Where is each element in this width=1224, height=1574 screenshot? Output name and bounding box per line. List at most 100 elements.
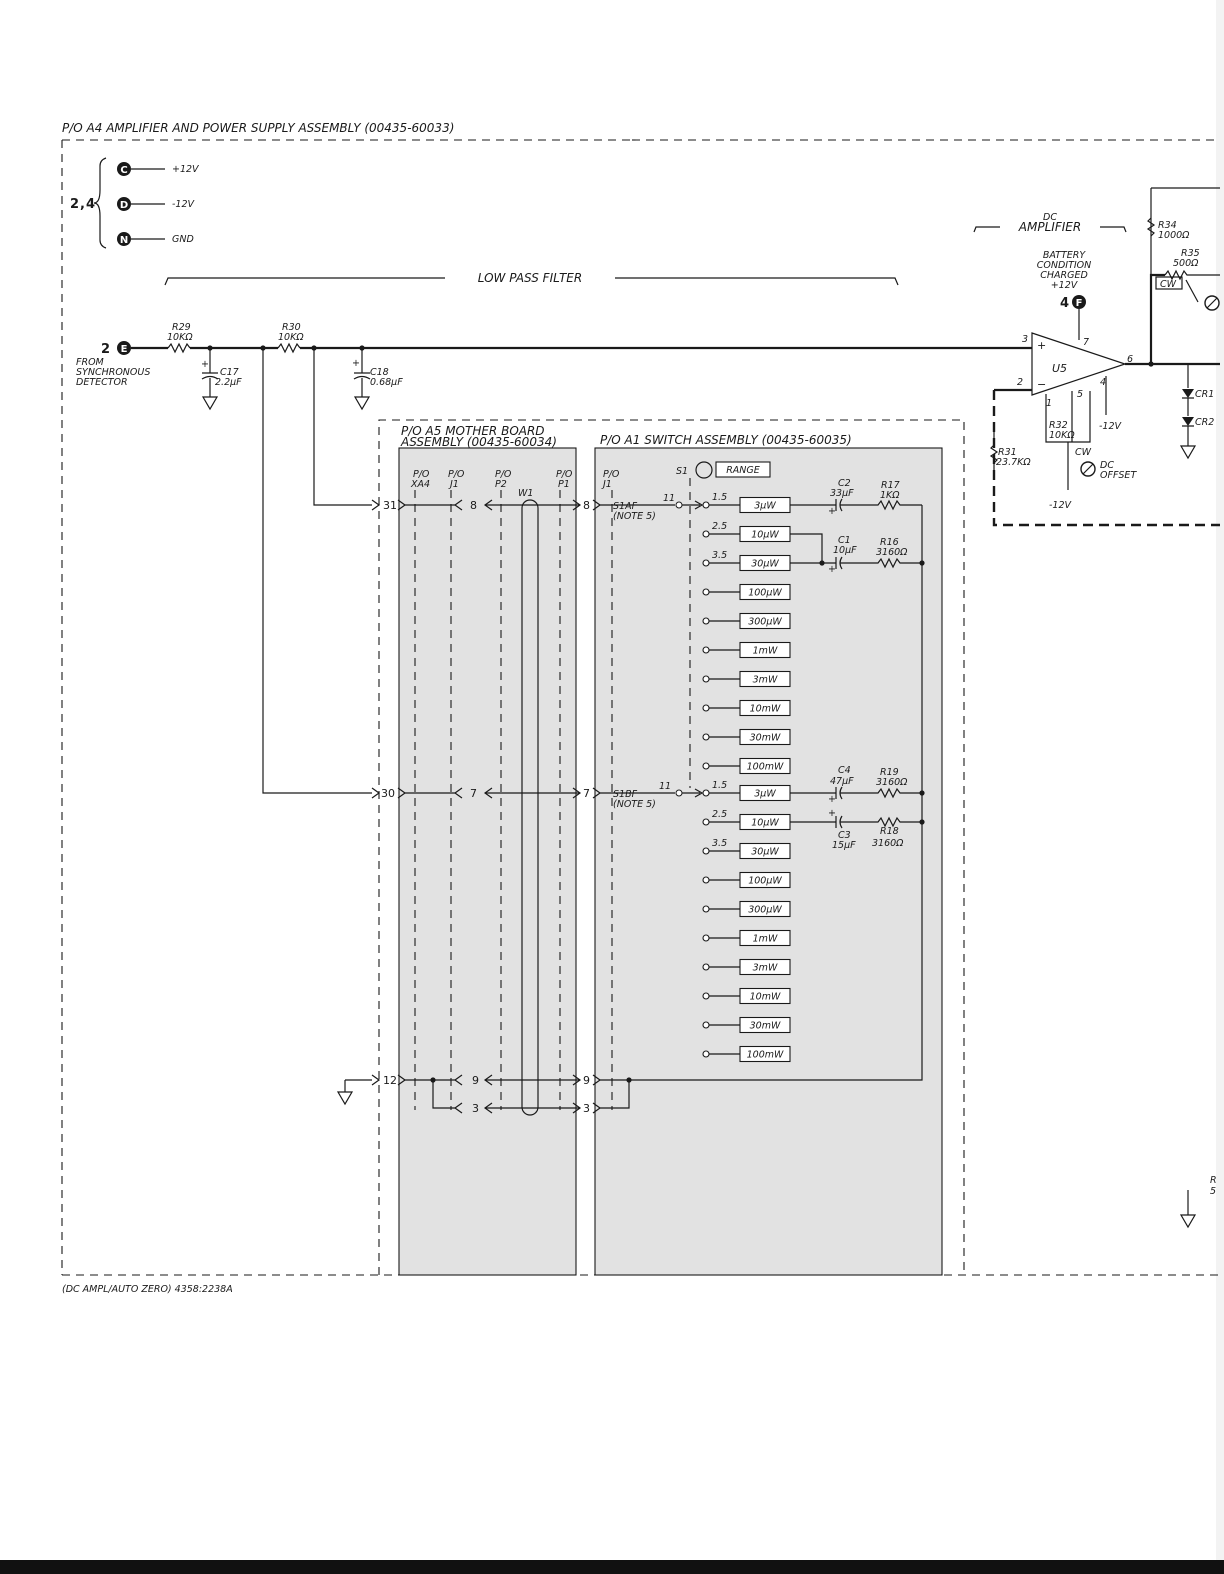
connector-row-30: 30 7 7 xyxy=(371,787,675,800)
r19-ref: R19 xyxy=(880,767,899,778)
capacitor-c18: + xyxy=(352,348,371,411)
deck-a-range-1: 3µW xyxy=(702,496,791,514)
supply-minus12-label: -12V xyxy=(172,199,196,210)
r35-value: 500Ω xyxy=(1173,258,1199,269)
deck-b-range-label: 300µW xyxy=(748,905,782,916)
deck-a-range-button[interactable] xyxy=(739,583,791,601)
svg-text:5: 5 xyxy=(1077,389,1083,400)
r34-ref: R34 xyxy=(1158,220,1177,231)
cr2-label: CR2 xyxy=(1195,417,1214,428)
s1af-label: S1AF xyxy=(613,501,638,512)
footer-code: (DC AMPL/AUTO ZERO) 4358:2238A xyxy=(62,1284,233,1295)
s1bf-note: (NOTE 5) xyxy=(613,799,656,810)
r35-cw: CW xyxy=(1160,279,1177,290)
c3-value: 15µF xyxy=(832,840,856,851)
diode-cr1 xyxy=(1182,364,1194,416)
svg-text:+: + xyxy=(201,359,209,370)
deck-b-range-8: 10mW xyxy=(702,987,791,1005)
r17-value: 1KΩ xyxy=(880,490,900,501)
connector-row-12-ground: 12 9 3 9 3 xyxy=(336,505,923,1115)
dc-amplifier-border xyxy=(992,390,1220,527)
cr1-label: CR1 xyxy=(1195,389,1214,400)
deck-a-range-3: 30µW xyxy=(702,554,791,572)
r29-value: 10KΩ xyxy=(167,332,193,343)
r16-ref: R16 xyxy=(880,537,899,548)
range-positions: 3µW 10µW 30µW 100µW 300µW 1mW 3mW 10mW 30mW 100mW… xyxy=(702,496,791,1063)
svg-text:−: − xyxy=(1037,378,1046,391)
deck-a-range-10: 100mW xyxy=(702,757,791,775)
w1-cable xyxy=(521,499,539,1116)
deck-b-range-9: 30mW xyxy=(702,1016,791,1034)
deck-b-range-button[interactable] xyxy=(739,958,791,976)
deck-b-range-button[interactable] xyxy=(739,900,791,918)
deck-b-range-label: 3mW xyxy=(753,963,778,974)
deck-a-range-label: 100µW xyxy=(748,588,782,599)
low-pass-filter-bracket: LOW PASS FILTER xyxy=(164,271,899,286)
deck-a-range-button[interactable] xyxy=(739,699,791,717)
c1-r16-branch: + xyxy=(819,556,925,575)
deck-b-range-button[interactable] xyxy=(739,987,791,1005)
diode-cr2 xyxy=(1179,417,1197,460)
connector-row-31: 31 8 8 xyxy=(371,499,675,512)
supply-item-n: N GND xyxy=(117,232,194,246)
deck-a-range-label: 10mW xyxy=(750,704,781,715)
svg-text:9: 9 xyxy=(583,1074,590,1087)
input-connector-2e: 2 E FROM SYNCHRONOUS DETECTOR xyxy=(76,341,150,388)
c1-value: 10µF xyxy=(833,545,857,556)
deck-b-range-button[interactable] xyxy=(739,1016,791,1034)
deck-b-range-button[interactable] xyxy=(739,871,791,889)
connector-dashed-lines xyxy=(414,478,691,1110)
tap-b-3: 3.5 xyxy=(712,838,727,849)
svg-text:F: F xyxy=(1076,298,1083,309)
deck-a-range-button[interactable] xyxy=(739,641,791,659)
r18-value: 3160Ω xyxy=(872,838,904,849)
mother-board-border xyxy=(378,419,965,1275)
supply-item-d: D -12V xyxy=(117,197,196,211)
resistor-r34 xyxy=(1146,217,1156,237)
deck-a-range-button[interactable] xyxy=(739,757,791,775)
deck-b-range-button[interactable] xyxy=(739,842,791,860)
r30-ref: R30 xyxy=(282,322,301,333)
deck-b-range-label: 3µW xyxy=(754,789,776,800)
deck-b-range-label: 100mW xyxy=(747,1050,784,1061)
deck-a-range-9: 30mW xyxy=(702,728,791,746)
deck-a-range-button[interactable] xyxy=(739,728,791,746)
r19-value: 3160Ω xyxy=(876,777,908,788)
switch-s1: S1 RANGE S1AF 11 (NOTE 5) S1BF 11 (NOTE … xyxy=(613,461,771,810)
deck-b-range-button[interactable] xyxy=(739,1045,791,1063)
deck-a-range-6: 1mW xyxy=(702,641,791,659)
svg-text:3: 3 xyxy=(583,1102,590,1115)
switch-contact-icon xyxy=(702,934,710,942)
range-button[interactable] xyxy=(715,461,771,478)
deck-b-range-button[interactable] xyxy=(739,929,791,947)
dc-offset-adjust-icon[interactable] xyxy=(1080,461,1096,477)
c2-r17-branch: + xyxy=(828,498,922,517)
switch-contact-icon xyxy=(702,617,710,625)
svg-text:12: 12 xyxy=(383,1074,397,1087)
switch-contact-icon xyxy=(702,876,710,884)
r35-adjust-icon[interactable] xyxy=(1204,295,1220,311)
deck-b-range-3: 30µW xyxy=(702,842,791,860)
switch-contact-icon xyxy=(702,963,710,971)
c17-ref: C17 xyxy=(220,367,239,378)
switch-contact-icon xyxy=(702,1050,710,1058)
deck-b-range-label: 100µW xyxy=(748,876,782,887)
deck-a-range-button[interactable] xyxy=(739,670,791,688)
battery-line-1: BATTERY xyxy=(1043,250,1087,261)
tap-a-1: 1.5 xyxy=(712,492,727,503)
u5-label: U5 xyxy=(1052,362,1067,375)
deck-a-range-button[interactable] xyxy=(739,612,791,630)
capacitor-c17: + xyxy=(201,348,219,411)
deck-a-range-label: 3mW xyxy=(753,675,778,686)
resistor-r31 xyxy=(989,425,999,480)
r34-value: 1000Ω xyxy=(1158,230,1190,241)
s1-knob-icon xyxy=(695,461,713,479)
bottom-scan-edge xyxy=(0,1560,1224,1574)
switch-contact-icon xyxy=(702,1021,710,1029)
svg-text:30: 30 xyxy=(381,787,395,800)
c1-ref: C1 xyxy=(838,535,851,546)
switch-contact-icon xyxy=(702,588,710,596)
dc-offset-line-2: OFFSET xyxy=(1100,470,1137,481)
assembly-title: P/O A4 AMPLIFIER AND POWER SUPPLY ASSEMB… xyxy=(62,121,454,135)
deck-a-range-2: 10µW xyxy=(702,525,791,543)
